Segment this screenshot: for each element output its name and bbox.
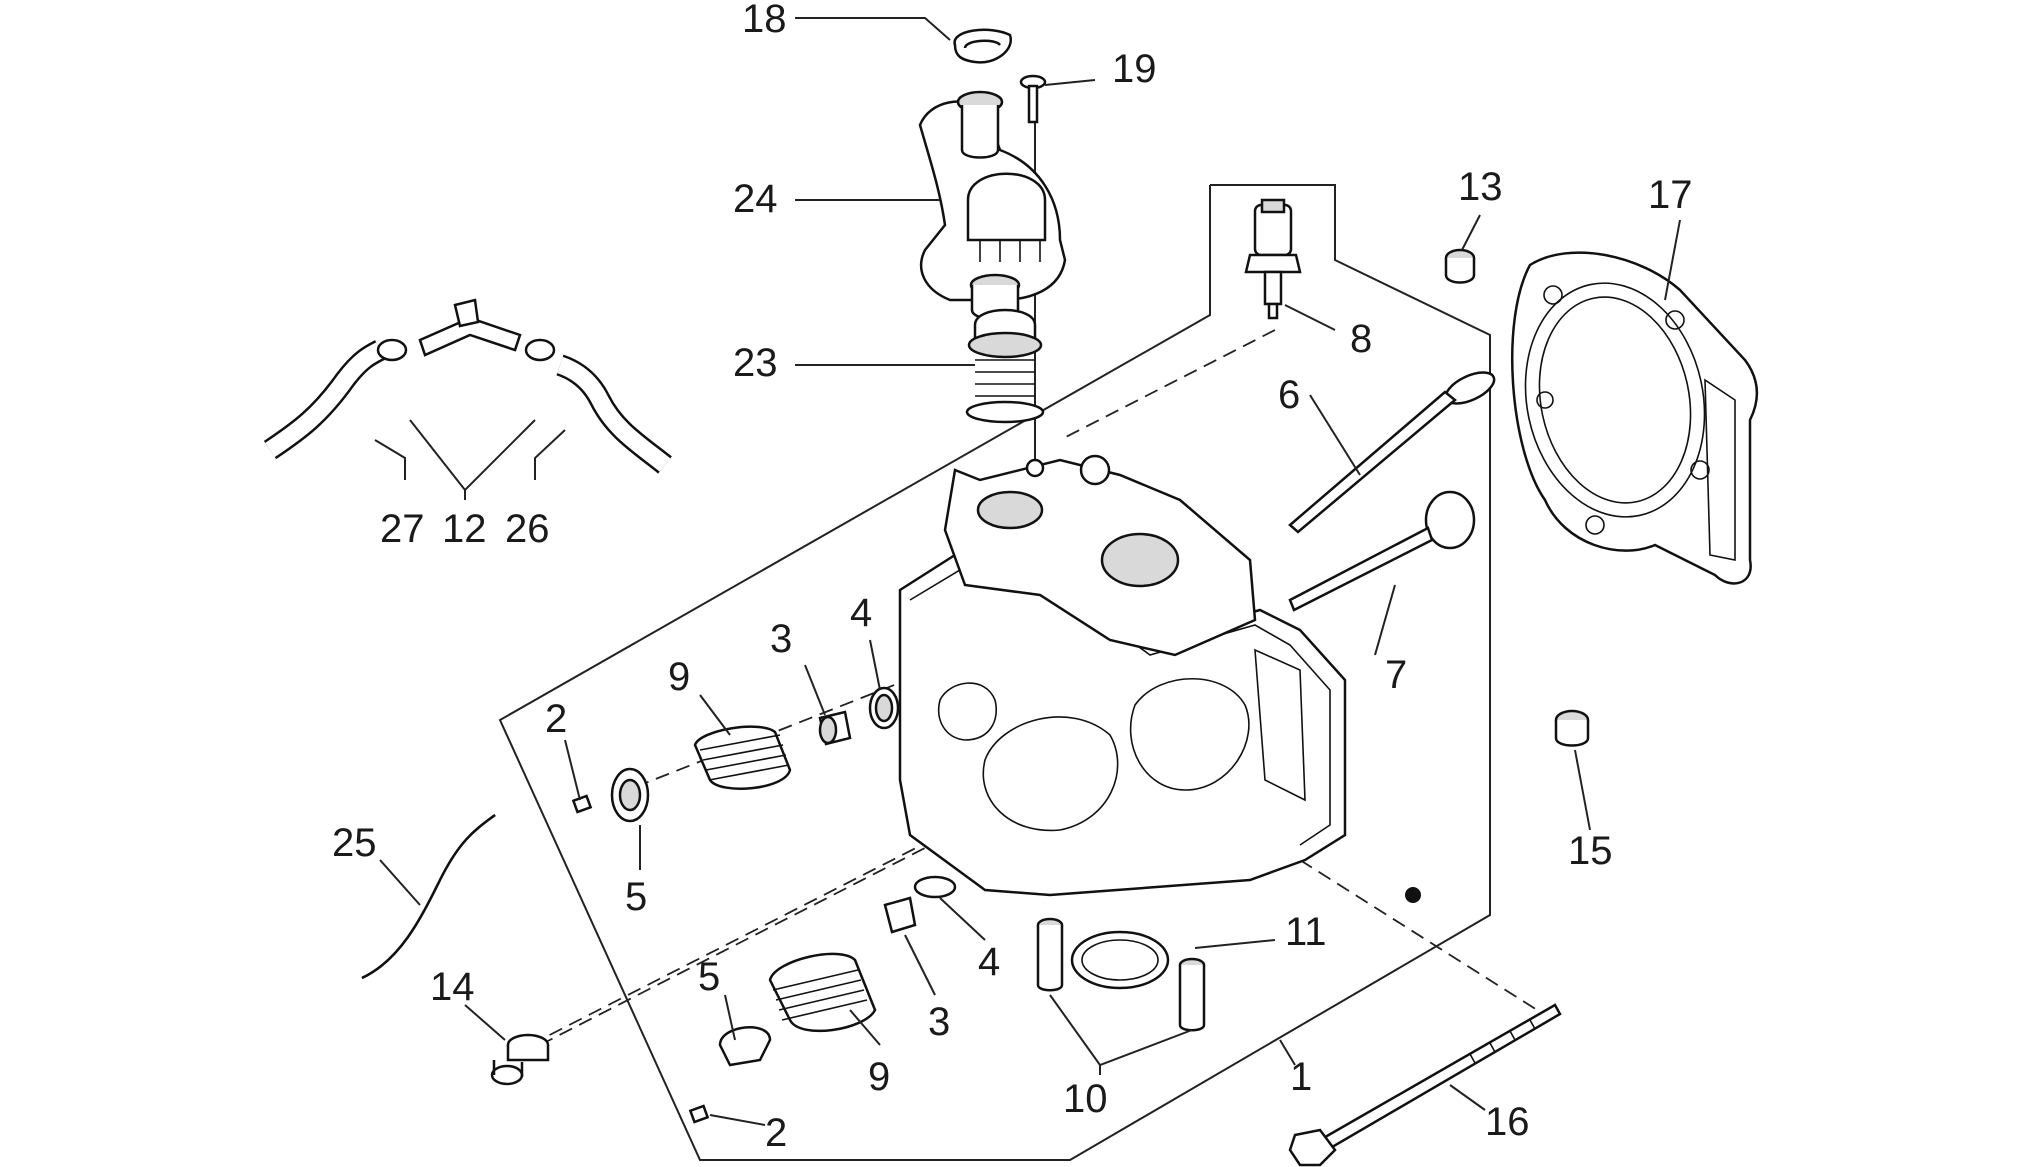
callout-17: 17 xyxy=(1648,173,1693,217)
callout-25: 25 xyxy=(332,821,377,865)
intake-valve xyxy=(1288,371,1496,534)
callout-10: 10 xyxy=(1063,1077,1108,1121)
callout-16: 16 xyxy=(1485,1100,1530,1144)
bolt-axis xyxy=(1299,859,1546,1016)
cylinder-head xyxy=(898,454,1347,897)
callout-24: 24 xyxy=(733,177,778,221)
thermostat xyxy=(965,308,1045,424)
callout-4-lower: 4 xyxy=(978,940,1000,984)
callout-9-upper: 9 xyxy=(668,655,690,699)
plug-13 xyxy=(1444,248,1476,284)
callout-labels: 18 19 24 13 17 8 23 6 27 12 26 4 3 9 7 2… xyxy=(332,0,1693,1155)
circlip xyxy=(953,28,1012,64)
callout-3-upper: 3 xyxy=(770,617,792,661)
head-gasket xyxy=(1511,251,1759,585)
valve-axis-lower xyxy=(539,829,961,1046)
callout-3-lower: 3 xyxy=(928,1000,950,1044)
bolt xyxy=(1288,1003,1562,1167)
o-ring xyxy=(1070,930,1170,990)
bushing-15 xyxy=(1554,709,1590,747)
callout-2-upper: 2 xyxy=(545,697,567,741)
callout-6: 6 xyxy=(1278,373,1300,417)
callout-26: 26 xyxy=(505,507,550,551)
callout-2-lower: 2 xyxy=(765,1111,787,1155)
callout-13: 13 xyxy=(1458,165,1503,209)
callout-5-lower: 5 xyxy=(698,955,720,999)
callout-7: 7 xyxy=(1385,653,1407,697)
sensor-axis xyxy=(1059,329,1276,441)
callout-18: 18 xyxy=(742,0,787,41)
callout-12: 12 xyxy=(442,507,487,551)
plug-14 xyxy=(490,1033,550,1086)
assembly-boundary xyxy=(498,184,1491,1161)
exhaust-valve xyxy=(1288,490,1476,612)
callout-14: 14 xyxy=(430,965,475,1009)
callout-11: 11 xyxy=(1285,910,1327,954)
upper-valve-train xyxy=(571,686,900,823)
dowel-pins xyxy=(1036,917,1206,1032)
callout-1: 1 xyxy=(1290,1055,1312,1099)
thermostat-cover xyxy=(918,90,1067,321)
callout-23: 23 xyxy=(733,341,778,385)
callout-15: 15 xyxy=(1568,829,1613,873)
ball xyxy=(1405,887,1421,903)
callout-27: 27 xyxy=(380,507,425,551)
callout-5-upper: 5 xyxy=(625,875,647,919)
callout-8: 8 xyxy=(1350,317,1372,361)
callout-9-lower: 9 xyxy=(868,1055,890,1099)
lower-valve-train xyxy=(688,875,957,1124)
leader-lines xyxy=(374,17,1681,1126)
hose-assembly xyxy=(263,298,672,474)
valve-axis-upper xyxy=(614,664,946,796)
temperature-sensor xyxy=(1244,198,1302,320)
callout-19: 19 xyxy=(1112,47,1157,91)
callout-4-upper: 4 xyxy=(850,591,872,635)
screw xyxy=(1019,74,1047,124)
